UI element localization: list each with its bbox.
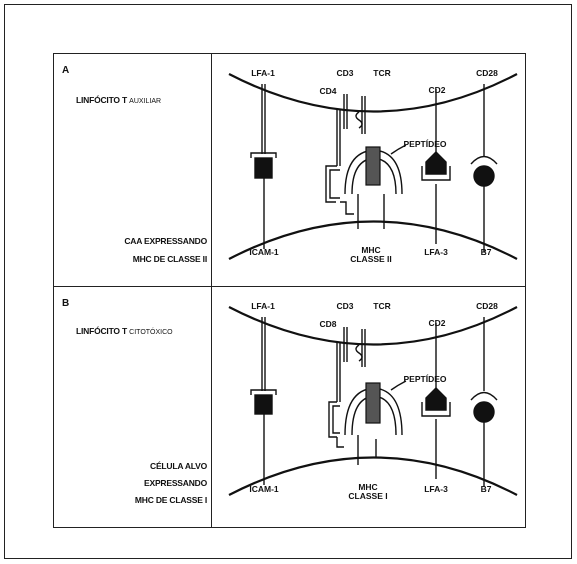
panel-b-top-cell: LINFÓCITO T CITOTÓXICO — [76, 327, 173, 336]
label-co-receptor: CD4 — [319, 87, 336, 96]
lfa1-head — [255, 395, 272, 414]
b7-head — [474, 402, 494, 422]
panel-a-bottom-cell-line1: CAA EXPRESSANDO — [124, 237, 207, 246]
label-peptide: PEPTÍDEO — [404, 140, 447, 149]
label-icam1: ICAM-1 — [249, 248, 278, 257]
t-cell-membrane — [229, 307, 517, 345]
panel-b-bottom-cell-line3: MHC DE CLASSE I — [135, 496, 207, 505]
panel-a-top-cell: LINFÓCITO T AUXILIAR — [76, 96, 161, 105]
cd2-head — [426, 388, 446, 410]
panel-b-drawing — [54, 287, 527, 527]
label-lfa3: LFA-3 — [424, 248, 448, 257]
label-cd28: CD28 — [476, 69, 498, 78]
label-lfa1: LFA-1 — [251, 302, 275, 311]
t-cell-membrane — [229, 74, 517, 112]
label-icam1: ICAM-1 — [249, 485, 278, 494]
panel-a-letter: A — [62, 66, 69, 76]
label-lfa1: LFA-1 — [251, 69, 275, 78]
b7-head — [474, 166, 494, 186]
label-cd28: CD28 — [476, 302, 498, 311]
panel-a-bottom-cell-line2: MHC DE CLASSE II — [133, 255, 207, 264]
panel-a-drawing — [54, 54, 527, 286]
panel-b-bottom-cell-line2: EXPRESSANDO — [144, 479, 207, 488]
label-cd2: CD2 — [428, 319, 445, 328]
peptide — [366, 383, 380, 423]
label-tcr: TCR — [373, 302, 390, 311]
panel-a: A LINFÓCITO T AUXILIAR CAA EXPRESSANDO M… — [54, 54, 527, 286]
label-lfa3: LFA-3 — [424, 485, 448, 494]
label-tcr: TCR — [373, 69, 390, 78]
label-b7: B7 — [481, 248, 492, 257]
peptide — [366, 147, 380, 185]
label-peptide: PEPTÍDEO — [404, 375, 447, 384]
panel-b-letter: B — [62, 299, 69, 309]
lfa1-head — [255, 158, 272, 178]
panel-b-bottom-cell-line1: CÉLULA ALVO — [150, 462, 207, 471]
label-cd2: CD2 — [428, 86, 445, 95]
cd2-head — [426, 152, 446, 174]
label-cd3: CD3 — [336, 302, 353, 311]
label-cd3: CD3 — [336, 69, 353, 78]
figure: A LINFÓCITO T AUXILIAR CAA EXPRESSANDO M… — [53, 53, 526, 528]
label-co-receptor: CD8 — [319, 320, 336, 329]
panel-b: B LINFÓCITO T CITOTÓXICO CÉLULA ALVO EXP… — [54, 287, 527, 519]
label-b7: B7 — [481, 485, 492, 494]
